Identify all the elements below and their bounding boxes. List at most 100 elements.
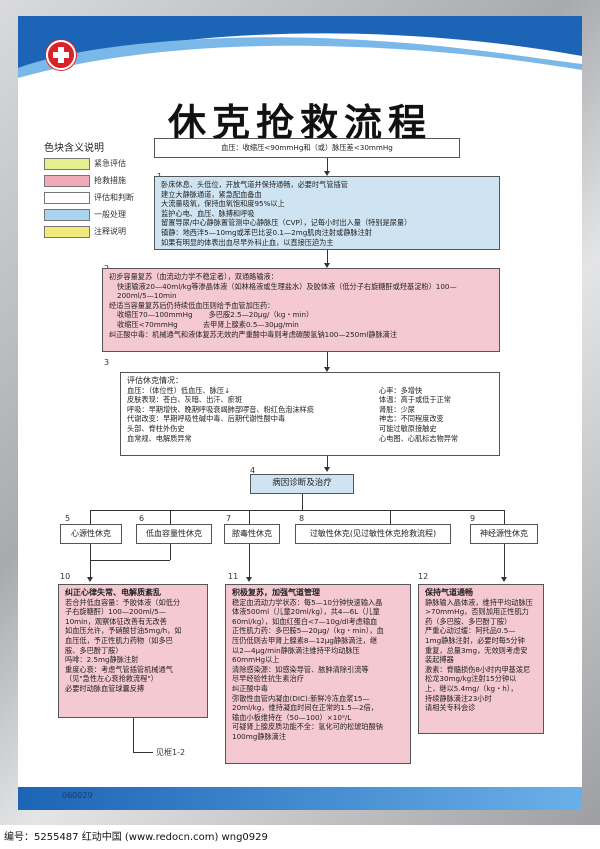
connector: [133, 752, 153, 753]
legend-label-assess: 评估和判断: [94, 193, 134, 202]
box12-line: 请相关专科会诊: [425, 703, 476, 713]
connector: [90, 560, 170, 561]
step-number-5: 5: [65, 514, 71, 523]
connector: [327, 456, 328, 470]
connector: [170, 510, 171, 524]
hypovolemic-shock-box: 低血容量性休克: [136, 524, 212, 544]
box3-heading: 评估休克情况：: [127, 376, 183, 385]
box12-line: 上，继以5.4mg/（kg・h），: [425, 683, 518, 693]
cardiogenic-shock-box: 心源性休克: [60, 524, 122, 544]
connector: [302, 494, 303, 510]
box12-line: 持续静脉滴注23小时: [425, 693, 492, 703]
box3-left-line: 呼吸：早期增快、晚期呼吸衰竭肺部啰音、粉红色泡沫样痰: [127, 404, 314, 414]
septic-treatment-box: 积极复苏，加强气道管理 稳定血流动力学状态：每5—10分钟快速输入晶 体液500…: [225, 584, 411, 764]
arrow-down: [87, 577, 93, 582]
box12-line: 严重心动过缓：阿托品0.5—: [425, 626, 516, 636]
box10-line: 血压低，予正性肌力药物（如多巴: [65, 635, 173, 645]
box12-line: 激素：脊髓损伤8小时内甲基泼尼: [425, 664, 531, 674]
connector: [90, 544, 91, 580]
step-number-3: 3: [104, 358, 110, 367]
arrow-down: [324, 263, 330, 268]
box2-line: 200ml/5—10min: [117, 291, 177, 301]
criteria-box: 血压：收缩压<90mmHg和（或）脉压差<30mmHg: [154, 138, 460, 158]
step-number-12: 12: [418, 572, 429, 581]
anaphylactic-shock-box: 过敏性休克(见过敏性休克抢救流程): [295, 524, 451, 544]
connector: [90, 510, 91, 524]
legend-swatch-urgent: [44, 158, 90, 170]
box11-line: 压仍低则去甲肾上腺素8—12μg静脉滴注，继: [232, 635, 378, 645]
box1-line: 建立大静脉通道，紧急配血备血: [161, 189, 262, 199]
box10-line: 10min，观察体征改善有无改善: [65, 616, 167, 626]
footer-code: 060029: [62, 791, 93, 800]
box1-line: 如果有明显的体表出血尽早外科止血，以直接压迫为主: [161, 237, 334, 247]
connector: [327, 352, 328, 370]
box3-left-line: 皮肤表现：苍白、灰暗、出汗、瘀斑: [127, 395, 243, 405]
box12-line: 松龙30mg/kg注射15分钟以: [425, 674, 517, 684]
etiology-treatment-box: 病因诊断及治疗: [250, 474, 354, 494]
legend-swatch-rescue: [44, 175, 90, 187]
step-number-10: 10: [60, 572, 71, 581]
box11-line: 尽早经验性抗生素治疗: [232, 674, 304, 684]
box2-line: 收缩压70—100mmHg 多巴胺2.5—20μg/（kg・min）: [117, 310, 314, 320]
connector: [390, 510, 391, 524]
box10-line: 胺、多巴酚丁胺）: [65, 645, 123, 655]
step-number-7: 7: [226, 514, 232, 523]
see-reference-note: 见框1-2: [156, 748, 186, 757]
arrow-down: [324, 467, 330, 472]
legend-label-rescue: 抢救措施: [94, 176, 126, 185]
box12-line: 1mg静脉注射，必要时每5分钟: [425, 635, 525, 645]
connector: [504, 544, 505, 580]
connector: [327, 250, 328, 266]
arrow-down: [501, 577, 507, 582]
connector: [133, 718, 134, 752]
box11-line: 60mmHg以上: [232, 655, 280, 665]
header-wave: [18, 16, 582, 78]
box11-line: 60ml/kg），如血红蛋白<7—10g/dl考虑输血: [232, 616, 378, 626]
box10-line: 如血压允许，予硝酸甘油5mg/h，如: [65, 626, 182, 636]
box3-right-line: 心电图、心肌标志物异常: [379, 433, 459, 443]
connector: [249, 544, 250, 580]
step-number-6: 6: [139, 514, 145, 523]
poster-board: 休克抢救流程 色块含义说明 紧急评估 抢救措施 评估和判断 一般处理 注释说明 …: [18, 16, 582, 810]
box1-line: 大流量吸氧，保持血氧饱和度95%以上: [161, 199, 285, 209]
step-number-8: 8: [299, 514, 305, 523]
box2-line: 收缩压<70mmHg 去甲肾上腺素0.5—30μg/min: [117, 319, 299, 329]
arrow-down: [246, 577, 252, 582]
box2-line: 初步容量复苏（血流动力学不稳定者），双通路输液：: [109, 272, 278, 281]
page-title: 休克抢救流程: [167, 100, 432, 145]
arrow-down: [324, 367, 330, 372]
box11-line: 20ml/kg，维持凝血时间在正常的1.5—2倍，: [232, 703, 378, 713]
legend-title: 色块含义说明: [44, 143, 104, 154]
box3-left-line: 血常规、电解质异常: [127, 433, 192, 443]
neurogenic-treatment-box: 保持气道通畅 静脉输入晶体液，维持平均动脉压 >70mmHg，否则加用正性肌力 …: [418, 584, 544, 734]
box12-line: 药（多巴胺、多巴酚丁胺）: [425, 616, 512, 626]
box3-right-line: 心率：多增快: [379, 385, 423, 395]
legend-label-note: 注释说明: [94, 227, 126, 236]
box1-line: 监护心电、血压、脉搏和呼吸: [161, 208, 255, 218]
box12-line: 重复，总量3mg，无效则考虑安: [425, 645, 528, 655]
box2-line: 快速输液20—40ml/kg等渗晶体液（如林格液或生理盐水）及胶体液（低分子右旋…: [117, 281, 457, 291]
cardiogenic-treatment-box: 纠正心律失常、电解质紊乱 若合并低血容量：予胶体液（如低分 子右旋糖酐）100—…: [58, 584, 208, 718]
connector: [249, 510, 250, 524]
box10-line: 重度心衰：考虑气管插管机械通气: [65, 664, 173, 674]
box3-right-line: 神志：不同程度改变: [379, 414, 444, 424]
box12-heading: 保持气道通畅: [425, 588, 473, 597]
connector: [170, 544, 171, 560]
legend-swatch-general: [44, 209, 90, 221]
box3-left-line: 血压：（体位性）低血压、脉压↓: [127, 385, 231, 395]
box3-left-line: 头部、脊柱外伤史: [127, 423, 185, 433]
box10-line: 吗啡：2.5mg静脉注射: [65, 655, 139, 665]
shock-assessment-box: 评估休克情况： 血压：（体位性）低血压、脉压↓ 皮肤表现：苍白、灰暗、出汗、瘀斑…: [120, 372, 500, 456]
box12-line: 装起搏器: [425, 655, 454, 665]
box11-line: 正性肌力药：多巴胺5—20μg/（kg・min），血: [232, 626, 384, 636]
footer-band: [18, 787, 582, 810]
connector: [327, 158, 328, 174]
box10-line: （见"急性左心衰抢救流程"）: [65, 674, 158, 684]
box11-line: 体液500ml（儿童20ml/kg），共4—6L（儿童: [232, 607, 380, 617]
legend-label-general: 一般处理: [94, 210, 126, 219]
box1-line: 卧床休息、头低位，开放气道并保持通畅，必要时气管插管: [161, 180, 348, 189]
box11-line: 100mg静脉滴注: [232, 731, 287, 741]
box11-line: 稳定血流动力学状态：每5—10分钟快速输入晶: [232, 597, 383, 607]
box3-left-line: 代谢改变：早期呼吸性碱中毒、后期代谢性酸中毒: [127, 414, 286, 424]
box10-line: 必要时动脉血管球囊反搏: [65, 683, 145, 693]
